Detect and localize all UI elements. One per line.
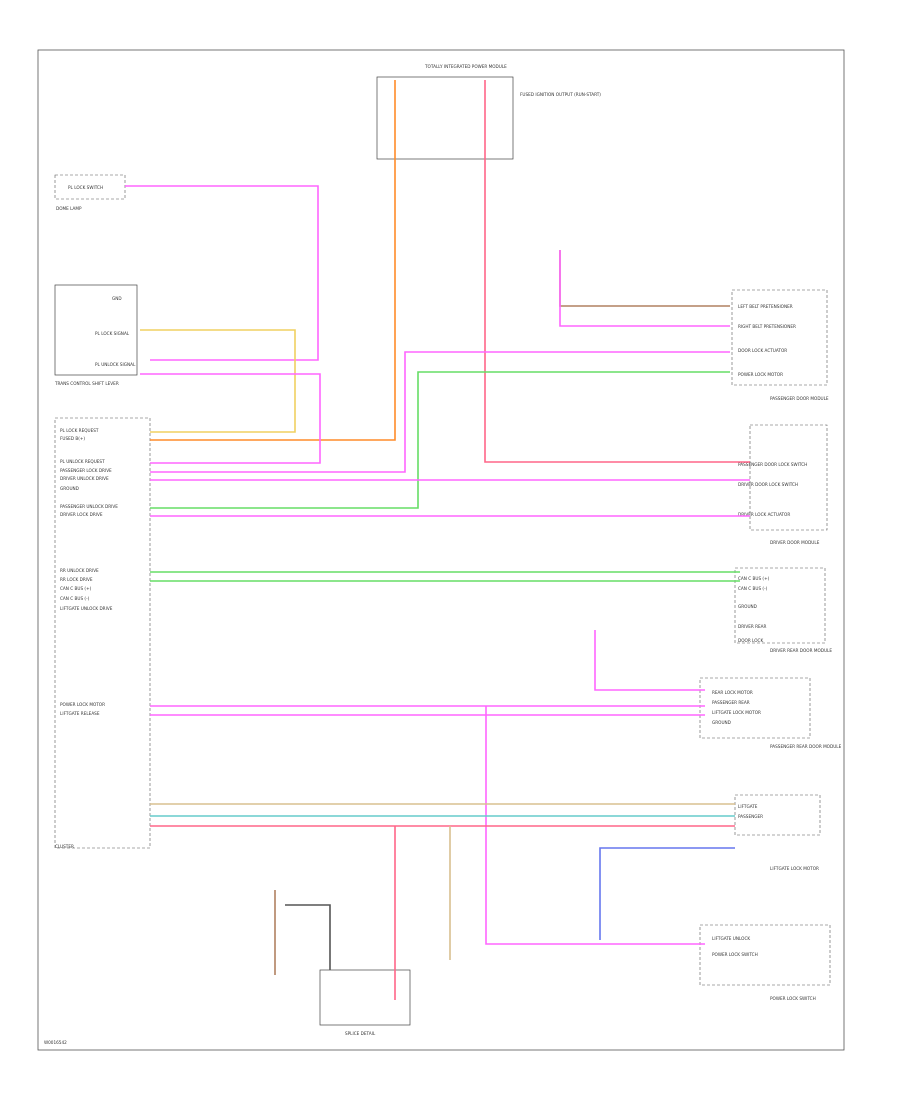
wire-pink-fuse-right: [484, 80, 750, 463]
diagram-frame: [37, 49, 845, 1051]
switch-module-label: TRANS CONTROL SHIFT LEVER: [54, 381, 119, 386]
wire-pink-dome: [125, 185, 319, 361]
right-label: PASSENGER DOOR LOCK SWITCH: [738, 462, 807, 467]
right-label: LEFT BELT PRETENSIONER: [738, 304, 793, 309]
wire-pink-belt-right: [559, 250, 730, 327]
cluster-label: CLUSTER: [55, 844, 74, 849]
bcm-pin-label: GROUND: [60, 486, 79, 491]
wire-pink-passenger-lock: [150, 351, 730, 473]
bcm-pin-label: FUSED B(+): [60, 436, 85, 441]
wire-black-splice-b: [285, 904, 331, 970]
wire-pink-driver-rear: [594, 630, 705, 691]
wire-orange-fuse-to-bcm: [150, 80, 396, 441]
bcm-pin-label: PASSENGER LOCK DRIVE: [60, 468, 112, 473]
driver-rear-label: DRIVER REAR DOOR MODULE: [770, 648, 832, 653]
right-label: DOOR LOCK ACTUATOR: [738, 348, 787, 353]
dome-lamp-box: [54, 174, 126, 200]
right-label: LIFTGATE LOCK MOTOR: [712, 710, 761, 715]
right-label-list: LEFT BELT PRETENSIONER RIGHT BELT PRETENS…: [712, 304, 807, 957]
right-label: REAR LOCK MOTOR: [712, 690, 753, 695]
right-label: DRIVER DOOR LOCK SWITCH: [738, 482, 798, 487]
bcm-pin-label: PL UNLOCK REQUEST: [60, 459, 105, 464]
power-lock-switch-label: POWER LOCK SWITCH: [770, 996, 816, 1001]
liftgate-label: LIFTGATE LOCK MOTOR: [770, 866, 819, 871]
wire-pink-rear-vertical: [485, 706, 705, 945]
bcm-pin-list: PL LOCK REQUEST FUSED B(+) PL UNLOCK REQUE…: [60, 428, 118, 716]
switch-pin-unlock: PL UNLOCK SIGNAL: [95, 362, 136, 367]
wire-brown-belt-left: [559, 250, 730, 307]
bcm-pin-label: RR UNLOCK DRIVE: [60, 568, 99, 573]
driver-door-module-label: DRIVER DOOR MODULE: [770, 540, 820, 545]
right-label: GROUND: [712, 720, 731, 725]
switch-module-box: [54, 284, 138, 376]
dome-lamp-label: DOME LAMP: [56, 206, 82, 211]
splice-module-box: [319, 969, 411, 1026]
pass-rear-label: PASSENGER REAR DOOR MODULE: [770, 744, 842, 749]
wire-layer: [125, 80, 750, 1000]
bcm-pin-label: PL LOCK REQUEST: [60, 428, 99, 433]
bcm-pin-label: RR LOCK DRIVE: [60, 577, 93, 582]
driver-rear-box: [734, 567, 826, 644]
pass-rear-box: [699, 677, 811, 739]
liftgate-box: [734, 794, 821, 836]
splice-module-label: SPLICE DETAIL: [345, 1031, 376, 1036]
right-label: POWER LOCK SWITCH: [712, 952, 758, 957]
power-lock-switch-box: [699, 924, 831, 986]
right-label: PASSENGER REAR: [712, 700, 750, 705]
switch-pin-lock: PL LOCK SIGNAL: [95, 331, 130, 336]
right-label: POWER LOCK MOTOR: [738, 372, 783, 377]
right-label: DRIVER REAR: [738, 624, 767, 629]
wire-yellow-switch: [140, 329, 296, 433]
right-label: CAN C BUS (+): [738, 576, 770, 581]
switch-pin-gnd: GND: [112, 296, 122, 301]
bcm-pin-label: CAN C BUS (+): [60, 586, 92, 591]
fuse-block-label: TOTALLY INTEGRATED POWER MODULE: [424, 64, 507, 69]
bcm-box: [54, 417, 151, 849]
right-label: RIGHT BELT PRETENSIONER: [738, 324, 796, 329]
bcm-pin-label: LIFTGATE RELEASE: [60, 711, 100, 716]
right-label: LIFTGATE: [738, 804, 758, 809]
diagram-id: W0016542: [44, 1040, 67, 1045]
right-label: LIFTGATE UNLOCK: [712, 936, 750, 941]
bcm-pin-label: CAN C BUS (-): [60, 596, 90, 601]
fuse-note-label: FUSED IGNITION OUTPUT (RUN-START): [520, 92, 601, 97]
right-label: PASSENGER: [738, 814, 763, 819]
right-label: DRIVER LOCK ACTUATOR: [738, 512, 790, 517]
wire-blue-liftgate: [599, 847, 735, 940]
wire-pink-switch-unlock: [140, 373, 321, 464]
passenger-door-module-label: PASSENGER DOOR MODULE: [770, 396, 829, 401]
wire-green-passenger: [150, 371, 730, 509]
bcm-pin-label: POWER LOCK MOTOR: [60, 702, 105, 707]
right-label: CAN C BUS (-): [738, 586, 768, 591]
bcm-pin-label: LIFTGATE UNLOCK DRIVE: [60, 606, 113, 611]
right-label: DOOR LOCK: [738, 638, 763, 643]
dome-lamp-connector-label: PL LOCK SWITCH: [68, 185, 103, 190]
bcm-pin-label: PASSENGER UNLOCK DRIVE: [60, 504, 118, 509]
driver-door-module-box: [749, 424, 828, 531]
fuse-block: [376, 76, 514, 160]
passenger-door-module-box: [731, 289, 828, 386]
bcm-pin-label: DRIVER UNLOCK DRIVE: [60, 476, 109, 481]
bcm-pin-label: DRIVER LOCK DRIVE: [60, 512, 103, 517]
right-label: GROUND: [738, 604, 757, 609]
